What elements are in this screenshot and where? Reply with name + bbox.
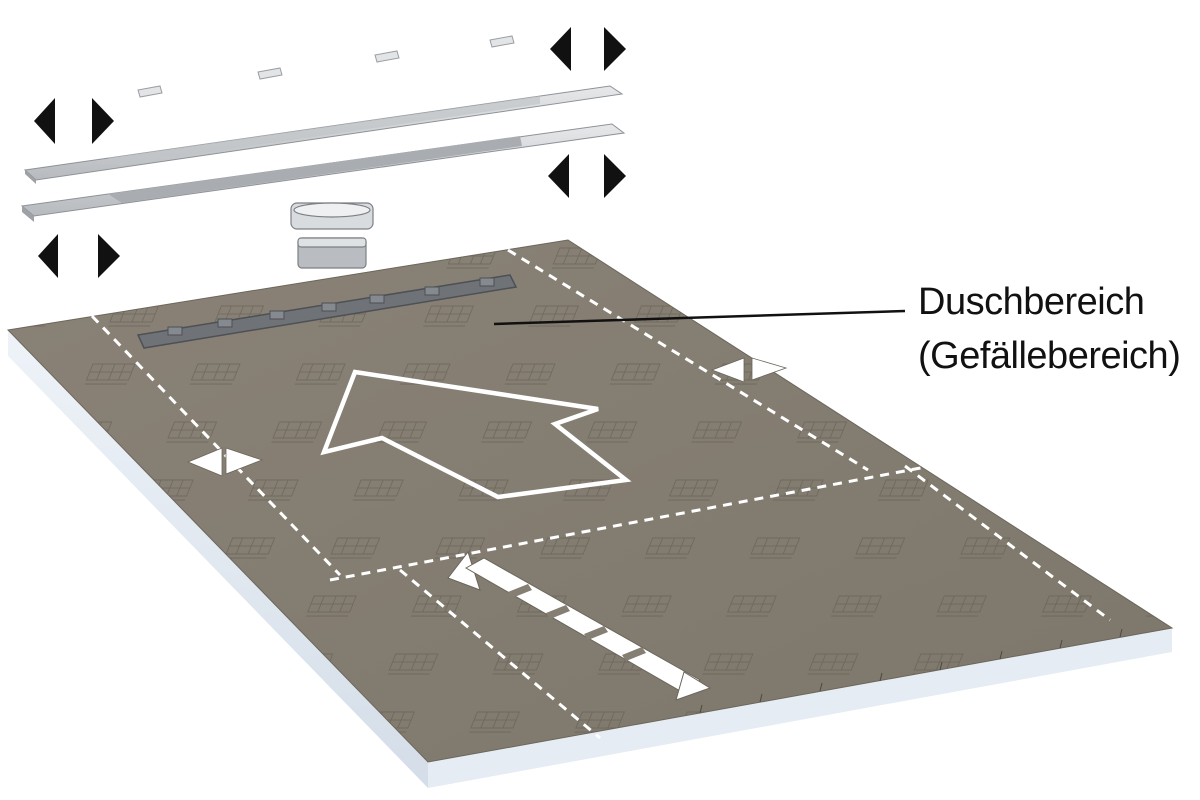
length-adjust-arrows xyxy=(34,27,626,278)
board-adjust-arrows xyxy=(186,357,788,477)
slope-direction-arrow xyxy=(320,369,632,500)
cut-lines xyxy=(90,248,1111,740)
shower-board-top xyxy=(6,239,1174,763)
callout-label-slope-area: (Gefällebereich) xyxy=(918,335,1181,377)
drain-channel xyxy=(136,274,518,349)
diagonal-adjust-arrow xyxy=(447,550,712,701)
callout-leader-line xyxy=(493,309,906,326)
siphon-parts xyxy=(290,202,374,269)
board-edge xyxy=(8,330,1172,788)
drain-rail-lower xyxy=(20,123,626,222)
cover-strip-upper xyxy=(23,85,624,184)
mounting-clips xyxy=(137,35,515,98)
callout-label-shower-area: Duschbereich xyxy=(918,281,1145,323)
